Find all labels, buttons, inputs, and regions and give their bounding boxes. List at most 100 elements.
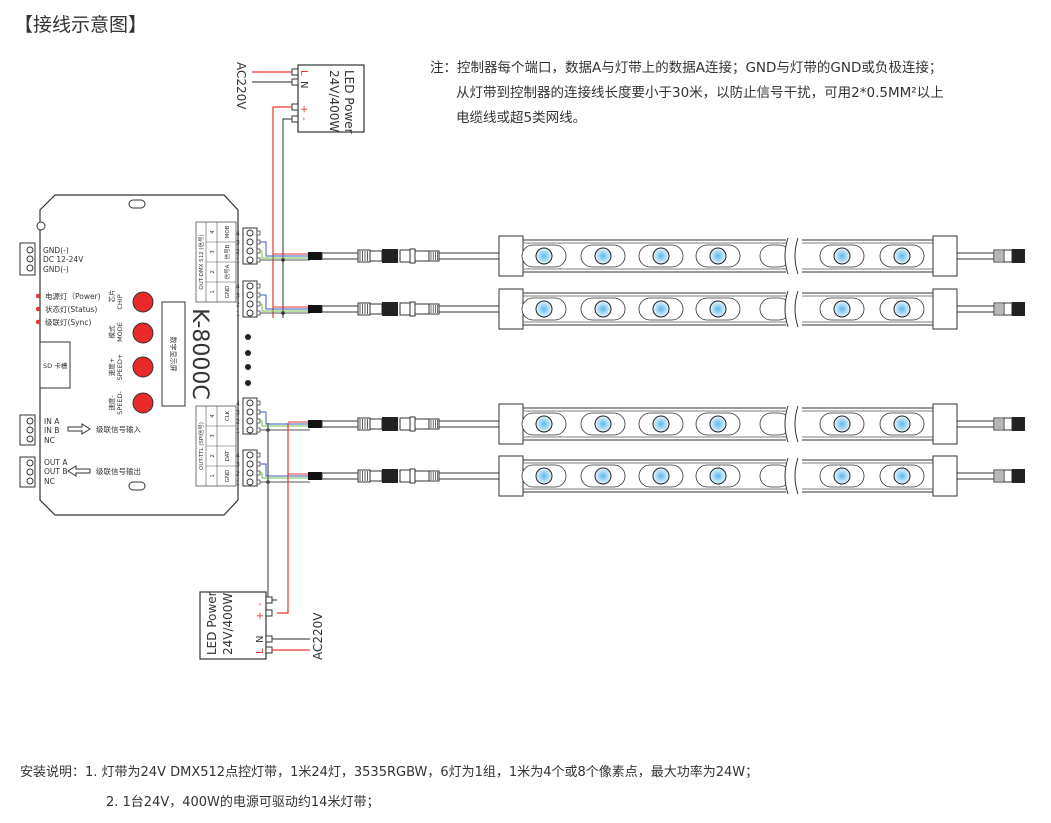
speed-up-button[interactable]	[132, 356, 154, 378]
pin-number: 2	[236, 249, 240, 256]
data-b-wire	[260, 241, 310, 257]
chip-button[interactable]	[132, 291, 154, 313]
strip-end-cap-left	[498, 455, 524, 497]
pin-stub	[256, 461, 261, 467]
dmx-col-4: 4	[210, 230, 216, 234]
pin-number: 2	[236, 302, 240, 309]
led-icon	[535, 415, 553, 433]
pin-stub	[256, 400, 261, 406]
break-mark-icon	[784, 237, 789, 275]
led-strip-1	[498, 235, 1025, 277]
strip-break-gap	[786, 457, 802, 495]
pin-number: 1	[236, 428, 240, 435]
model-name: K-8000C	[187, 308, 212, 399]
mode-button[interactable]	[132, 322, 154, 344]
led-icon	[833, 300, 851, 318]
led-icon	[594, 300, 612, 318]
indicator-sync: 级联灯(Sync)	[45, 317, 92, 327]
led-icon	[652, 467, 670, 485]
speed-down-label-en: SPEED-	[116, 391, 124, 415]
in-nc-label: NC	[44, 436, 55, 445]
ttl-header: OUT-TTL (SPI信号)	[197, 422, 205, 470]
connector-female-body	[414, 303, 430, 315]
psu-bottom-pin-minus: -	[255, 602, 266, 606]
data-a-wire	[260, 250, 310, 259]
break-mark-icon	[794, 237, 799, 275]
screw-icon	[246, 451, 254, 459]
dmx-val-1: GND	[225, 286, 231, 299]
connector-female-ring	[409, 248, 416, 264]
pin-stub	[256, 409, 261, 415]
page-title: 【接线示意图】	[14, 14, 148, 36]
screw-icon	[246, 426, 254, 434]
psu-top-label-2: 24V/400W	[327, 70, 341, 132]
led-icon	[709, 467, 727, 485]
led-strip-4	[498, 455, 1025, 497]
connector-female-body	[414, 470, 430, 482]
led-icon	[709, 415, 727, 433]
junction-dot	[281, 311, 285, 315]
screw-icon	[246, 309, 254, 317]
pin-number: 3	[236, 240, 240, 247]
led-icon	[709, 247, 727, 265]
install-line-1: 安装说明：1. 灯带为24V DMX512点控灯带，1米24灯，3535RGBW…	[20, 758, 758, 788]
end-connector-body	[1003, 469, 1013, 483]
indicator-power: 电源灯（Power)	[45, 291, 101, 301]
psu-top-label-1: LED Power	[342, 70, 356, 134]
connector-body	[369, 470, 383, 482]
out-nc-label: NC	[44, 477, 55, 486]
cable-sleeve	[308, 305, 322, 313]
cascade-out-label: 级联信号输出	[96, 466, 141, 476]
data-b-wire	[260, 294, 310, 310]
power-supply-bottom: LED Power 24V/400W - + N L AC220V	[199, 423, 325, 660]
ttl-val-1: GND	[225, 470, 231, 483]
in-a-label: IN A	[44, 417, 60, 426]
psu-bottom-label-2: 24V/400W	[221, 593, 235, 655]
note-line-2: 从灯带到控制器的连接线长度要小于30米，以防止信号干扰，可用2*0.5MM²以上	[456, 85, 944, 101]
sd-slot-label: SD 卡槽	[43, 361, 68, 370]
power-terminal-dc: DC 12-24V	[43, 255, 84, 264]
pin-stub	[256, 239, 261, 245]
connector-nut	[382, 249, 398, 263]
led-icon	[833, 247, 851, 265]
pin-number: 3	[236, 293, 240, 300]
cable-to-strip	[438, 420, 500, 428]
cable-sleeve	[308, 252, 322, 260]
pin-number: 2	[236, 419, 240, 426]
dmx-col-3: 3	[210, 250, 216, 254]
pin-number: 1	[236, 311, 240, 318]
pin-number: 3	[236, 462, 240, 469]
strip-break-gap	[786, 237, 802, 275]
data-a-wire	[260, 420, 310, 427]
digital-display	[161, 301, 186, 407]
screw-icon	[246, 408, 254, 416]
break-mark-icon	[794, 290, 799, 328]
data-a-wire	[260, 472, 310, 479]
strip-output-cable	[956, 305, 995, 313]
sd-card-slot[interactable]	[39, 341, 71, 389]
strip-break-gap	[786, 290, 802, 328]
pin-stub	[256, 283, 261, 289]
pin-stub	[256, 310, 261, 316]
cable-to-strip	[438, 252, 500, 260]
cable	[321, 472, 359, 480]
power-terminal: GND(-) DC 12-24V GND(-)	[19, 242, 84, 276]
cable-to-strip	[438, 305, 500, 313]
junction-dot	[281, 258, 285, 262]
power-terminal-gnd-1: GND(-)	[43, 246, 69, 255]
break-mark-icon	[784, 290, 789, 328]
led-icon	[893, 300, 911, 318]
ttl-col-1: 1	[210, 474, 216, 478]
screw-icon	[246, 291, 254, 299]
ground-screw-icon	[36, 221, 46, 231]
break-mark-icon	[794, 457, 799, 495]
install-instructions: 安装说明：1. 灯带为24V DMX512点控灯带，1米24灯，3535RGBW…	[20, 758, 758, 818]
led-icon	[833, 415, 851, 433]
speed-down-button[interactable]	[132, 392, 154, 414]
led-icon	[535, 247, 553, 265]
cable	[321, 420, 359, 428]
strip-break-gap	[786, 405, 802, 443]
